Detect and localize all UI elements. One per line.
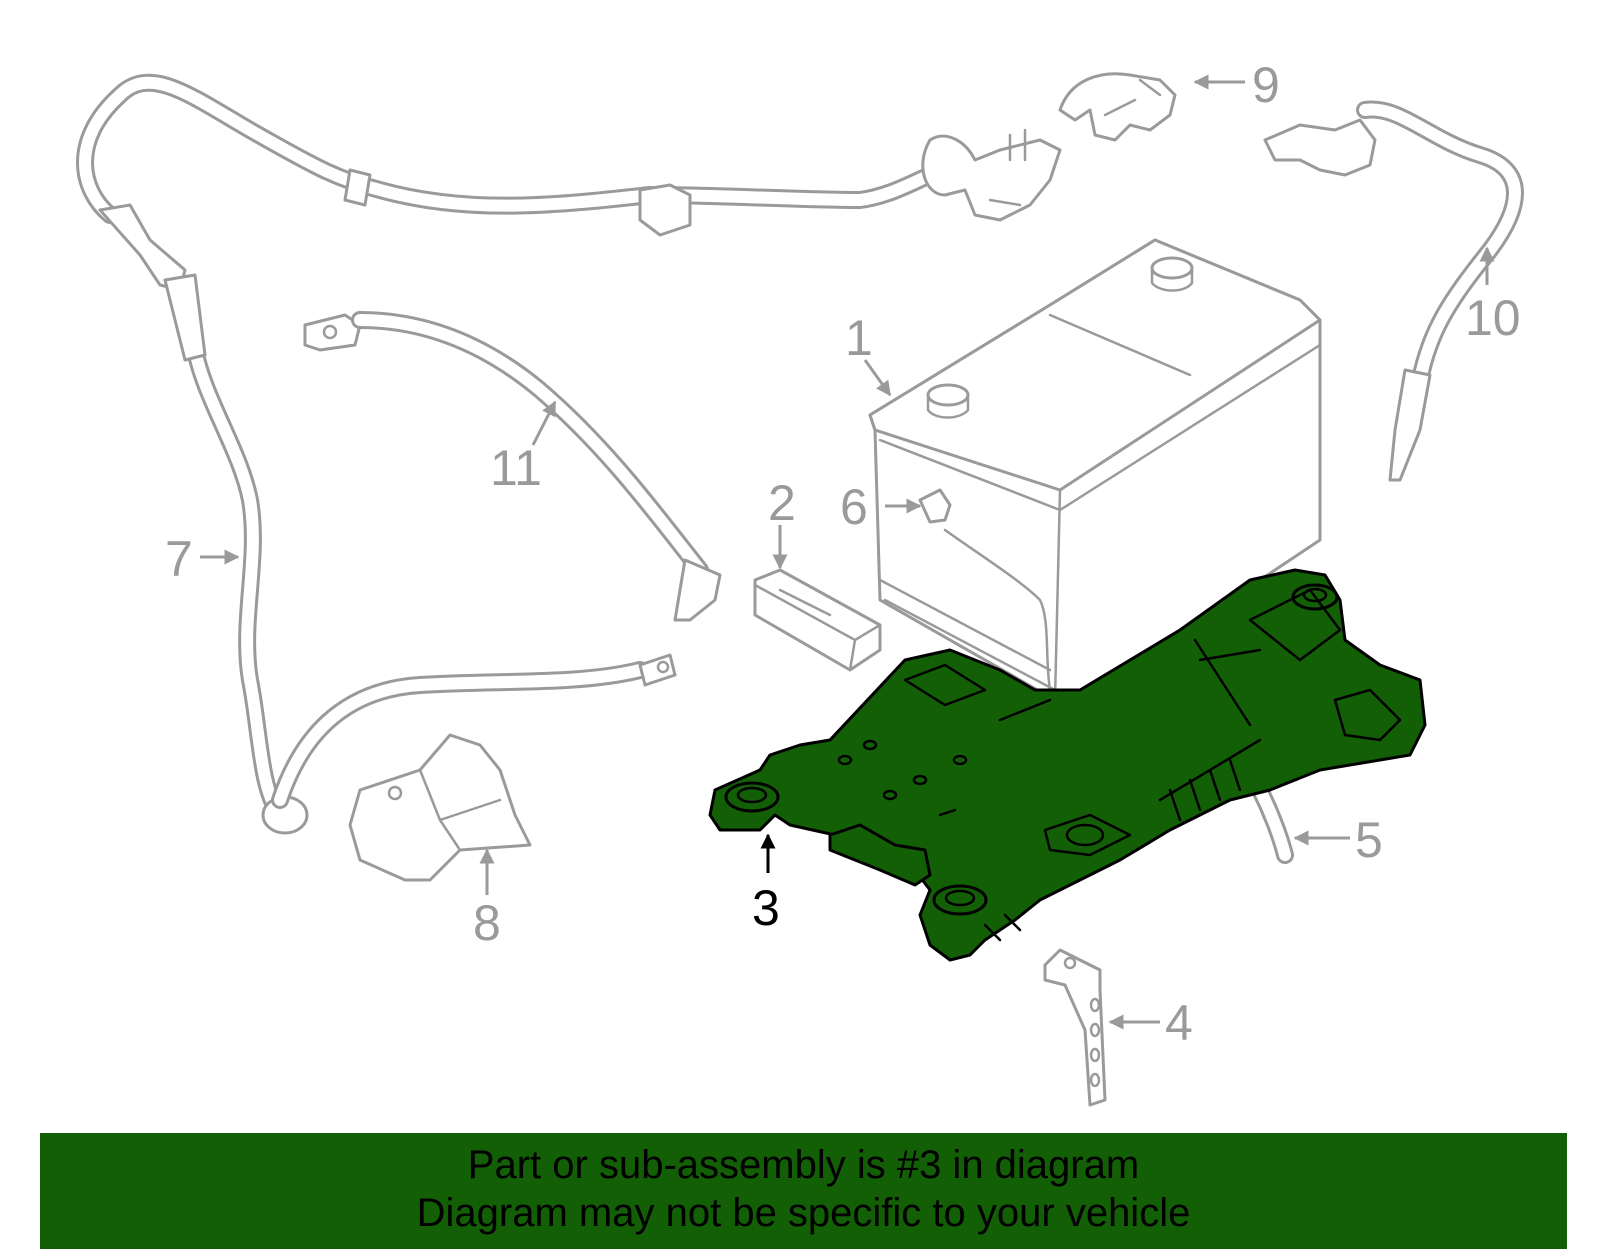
- part-10-cable[interactable]: [1263, 100, 1524, 482]
- callout-10[interactable]: 10: [1465, 290, 1521, 346]
- part-1-battery[interactable]: [868, 238, 1322, 702]
- leader-lines: [200, 74, 1495, 1030]
- part-8-bracket[interactable]: [348, 733, 532, 882]
- info-banner: Part or sub-assembly is #3 in diagram Di…: [40, 1133, 1567, 1249]
- part-5-tube[interactable]: [1251, 781, 1294, 864]
- callout-8[interactable]: 8: [473, 895, 501, 951]
- callout-2[interactable]: 2: [768, 475, 796, 531]
- callout-6[interactable]: 6: [840, 479, 868, 535]
- callout-9[interactable]: 9: [1252, 57, 1280, 113]
- callout-1[interactable]: 1: [845, 310, 873, 366]
- banner-line-1: Part or sub-assembly is #3 in diagram: [467, 1143, 1140, 1187]
- callout-11[interactable]: 11: [490, 440, 542, 496]
- part-7-cable[interactable]: [76, 73, 1062, 835]
- ground-strap[interactable]: [271, 653, 677, 809]
- part-4-strap[interactable]: [1043, 948, 1107, 1107]
- callout-labels: 1 2 3 4 5 6 7 8 9 10 11: [165, 57, 1521, 1051]
- part-3-battery-tray[interactable]: [708, 568, 1427, 962]
- part-6-vent[interactable]: [918, 488, 1052, 692]
- part-11-cable[interactable]: [303, 311, 722, 622]
- callout-5[interactable]: 5: [1355, 812, 1383, 868]
- part-9-terminal[interactable]: [1058, 72, 1177, 142]
- banner-line-2: Diagram may not be specific to your vehi…: [416, 1191, 1191, 1235]
- callout-7[interactable]: 7: [165, 531, 193, 587]
- part-2-clip[interactable]: [753, 568, 882, 672]
- callout-3[interactable]: 3: [752, 880, 780, 936]
- callout-4[interactable]: 4: [1165, 995, 1193, 1051]
